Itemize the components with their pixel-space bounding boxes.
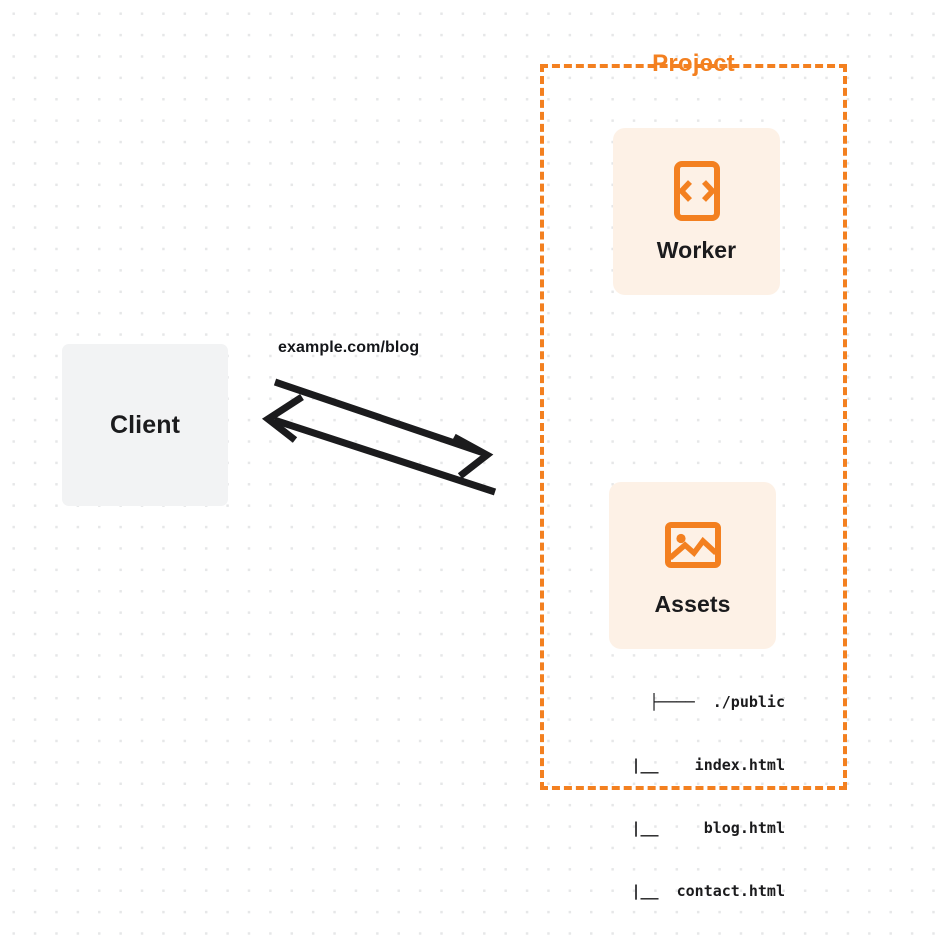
client-label: Client: [109, 410, 181, 439]
code-brackets-icon: [673, 161, 720, 221]
node-client[interactable]: Client: [62, 344, 228, 506]
file-tree-line: |__ index.html: [631, 756, 785, 774]
file-tree-line: ├──── ./public: [649, 693, 785, 711]
project-container: [540, 64, 847, 790]
image-icon: [664, 522, 721, 568]
assets-file-tree: ├──── ./public |__ index.html |__ blog.h…: [530, 650, 785, 944]
file-tree-line: |__ contact.html: [631, 882, 785, 900]
project-title: Project: [652, 50, 735, 77]
diagram-canvas: Client example.com/blog Project Worker: [62, 50, 847, 900]
file-tree-line: |__ blog.html: [631, 819, 785, 837]
worker-label: Worker: [656, 237, 737, 263]
connection-label: example.com/blog: [278, 339, 420, 356]
arrow-response-icon: [261, 394, 497, 496]
node-worker[interactable]: Worker: [613, 128, 780, 295]
node-assets[interactable]: Assets: [609, 482, 776, 649]
arrow-request-icon: [273, 378, 494, 479]
assets-label: Assets: [654, 591, 731, 617]
